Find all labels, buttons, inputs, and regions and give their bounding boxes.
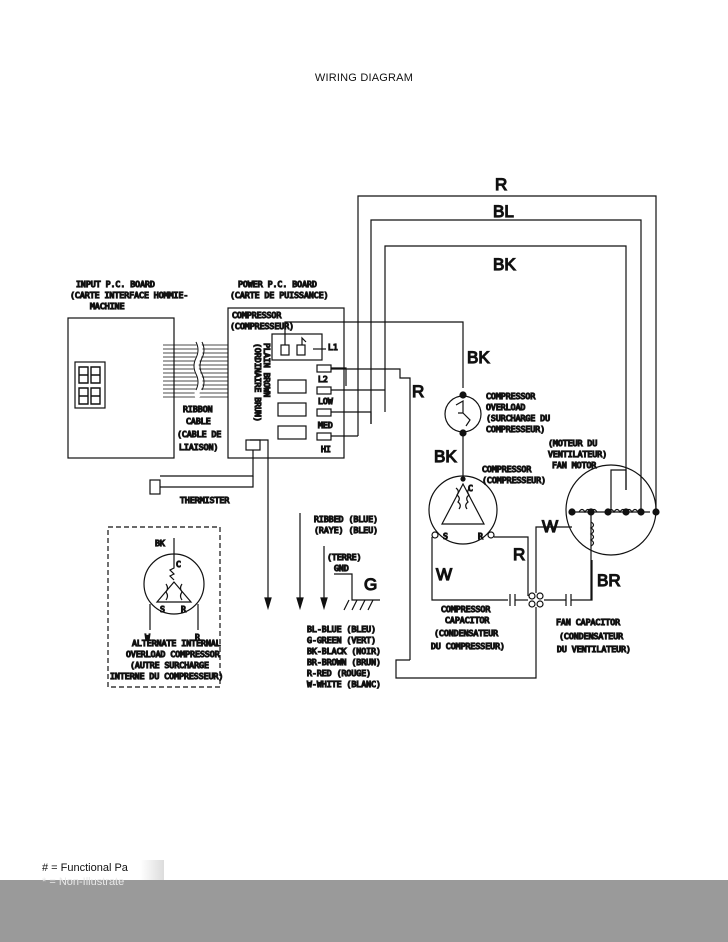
wire-label-w-2: W bbox=[542, 517, 558, 536]
terminal-low: LOW bbox=[318, 396, 333, 406]
footer-note-functional: # = Functional Pa bbox=[42, 862, 128, 874]
alternate-compressor-box bbox=[107, 526, 221, 688]
footer-note-non-illustrated: * = Non-Illustrate bbox=[42, 876, 125, 888]
legend-item-4: BR-BROWN (BRUN) bbox=[307, 657, 381, 667]
input-board-label-2: (CARTE INTERFACE HOMMIE- bbox=[70, 290, 188, 300]
alt-label-2: OVERLOAD COMPRESSOR bbox=[126, 649, 220, 659]
alternate-compressor bbox=[143, 553, 205, 615]
footer-fade bbox=[140, 860, 164, 880]
legend-item-6: W-WHITE (BLANC) bbox=[307, 679, 381, 689]
terminal-hi-tab bbox=[316, 432, 332, 441]
seven-segment-digits bbox=[78, 366, 101, 405]
alt-label-3: (AUTRE SURCHARGE bbox=[130, 660, 209, 670]
wire-label-bk: BK bbox=[493, 255, 516, 274]
ribbon-label-1: RIBBON bbox=[183, 404, 213, 414]
terminal-med: MED bbox=[318, 420, 333, 430]
ribbon-label-3: (CABLE DE bbox=[177, 429, 221, 439]
input-board-label-1: INPUT P.C. BOARD bbox=[76, 279, 155, 289]
compressor-terminal-s: S bbox=[443, 531, 448, 541]
alt-terminal-r: R bbox=[181, 604, 186, 614]
page-title: WIRING DIAGRAM bbox=[314, 72, 414, 84]
ribbon-cable bbox=[163, 340, 228, 400]
fan-motor-label-3: FAN MOTOR bbox=[552, 460, 596, 470]
alt-terminal-s: S bbox=[160, 604, 165, 614]
compressor-label-1: COMPRESSOR bbox=[482, 464, 531, 474]
wire-label-bk-3: BK bbox=[434, 447, 457, 466]
power-board-wires bbox=[149, 321, 464, 660]
terminal-hi: HI bbox=[321, 444, 331, 454]
plain-brown-label-1: PLAIN BROWN bbox=[262, 343, 272, 397]
thermister-label: THERMISTER bbox=[180, 495, 229, 505]
capacitor-junction bbox=[528, 592, 544, 608]
terminal-l2-tab bbox=[316, 364, 332, 373]
comp-cap-label-2: CAPACITOR bbox=[445, 615, 489, 625]
terminal-low-tab bbox=[316, 386, 332, 395]
fan-cap-label-1: FAN CAPACITOR bbox=[556, 617, 620, 627]
board-component-2 bbox=[277, 402, 307, 417]
legend-ribbed: RIBBED (BLUE) bbox=[314, 514, 378, 524]
wire-label-bk-2: BK bbox=[467, 348, 490, 367]
overload-label-2: OVERLOAD bbox=[486, 402, 526, 412]
overload-label-3: (SURCHARGE DU bbox=[486, 413, 550, 423]
wire-label-r-3: R bbox=[513, 545, 525, 564]
arrows bbox=[264, 597, 328, 611]
alt-terminal-c: C bbox=[176, 559, 181, 569]
relay-box bbox=[271, 333, 323, 361]
relay-label-2: (COMPRESSEUR) bbox=[230, 321, 294, 331]
fan-cap-label-3: DU VENTILATEUR) bbox=[557, 644, 631, 654]
compressor-terminal-r: R bbox=[478, 531, 483, 541]
footer-band bbox=[0, 880, 728, 942]
alt-label-r: R bbox=[195, 632, 200, 642]
compressor bbox=[428, 475, 498, 545]
compressor-terminal-c: C bbox=[468, 483, 473, 493]
legend-gnd: GND bbox=[334, 563, 349, 573]
input-board bbox=[67, 317, 175, 459]
alt-label-4: INTERNE DU COMPRESSEUR) bbox=[110, 671, 223, 681]
alt-label-bk: BK bbox=[155, 538, 165, 548]
input-board-label-3: MACHINE bbox=[90, 301, 125, 311]
terminal-med-tab bbox=[316, 408, 332, 417]
relay-terminal-b bbox=[296, 344, 306, 356]
overload-label-4: COMPRESSEUR) bbox=[486, 424, 545, 434]
board-component-3 bbox=[277, 425, 307, 440]
board-component-1 bbox=[277, 379, 307, 394]
wire-label-w: W bbox=[436, 565, 452, 584]
comp-cap-label-3: (CONDENSATEUR bbox=[434, 628, 498, 638]
wire-label-br: BR bbox=[597, 571, 621, 590]
display-window bbox=[74, 361, 106, 409]
alt-label-w: W bbox=[145, 632, 150, 642]
terminal-l2: L2 bbox=[318, 374, 328, 384]
alt-label-1: ALTERNATE INTERNAL bbox=[132, 638, 221, 648]
top-loop-wires bbox=[357, 195, 657, 510]
wire-label-r-2: R bbox=[412, 382, 424, 401]
legend-item-5: R-RED (ROUGE) bbox=[307, 668, 371, 678]
fan-motor-label-2: VENTILATEUR) bbox=[548, 449, 607, 459]
legend-raye: (RAYE) (BLEU) bbox=[314, 525, 378, 535]
legend-item-3: BK-BLACK (NOIR) bbox=[307, 646, 381, 656]
relay-terminal-a bbox=[280, 344, 290, 356]
legend-item-1: BL-BLUE (BLEU) bbox=[307, 624, 376, 634]
wire-label-r: R bbox=[495, 175, 507, 194]
legend-item-2: G-GREEN (VERT) bbox=[307, 635, 376, 645]
comp-cap-label-4: DU COMPRESSEUR) bbox=[431, 641, 505, 651]
fan-motor-label-1: (MOTEUR DU bbox=[548, 438, 597, 448]
power-board-label-1: POWER P.C. BOARD bbox=[238, 279, 317, 289]
compressor-label-2: (COMPRESSEUR) bbox=[482, 475, 546, 485]
ribbon-label-4: LIAISON) bbox=[179, 442, 218, 452]
terminal-l1: L1 bbox=[328, 342, 338, 352]
wire-label-bl: BL bbox=[493, 202, 514, 221]
comp-cap-label-1: COMPRESSOR bbox=[441, 604, 490, 614]
legend-terre: (TERRE) bbox=[327, 552, 362, 562]
ribbon-label-2: CABLE bbox=[186, 416, 211, 426]
fan-motor-junctions bbox=[568, 508, 660, 516]
fan-cap-label-2: (CONDENSATEUR bbox=[559, 631, 623, 641]
plain-brown-label-2: (ORDINAIRE BRUN) bbox=[253, 343, 263, 422]
overload-label-1: COMPRESSOR bbox=[486, 391, 535, 401]
power-board-label-2: (CARTE DE PUISSANCE) bbox=[230, 290, 329, 300]
power-board bbox=[227, 307, 345, 459]
compressor-windings bbox=[441, 482, 485, 525]
ground-label: G bbox=[364, 575, 377, 594]
relay-label-1: COMPRESSOR bbox=[232, 310, 281, 320]
